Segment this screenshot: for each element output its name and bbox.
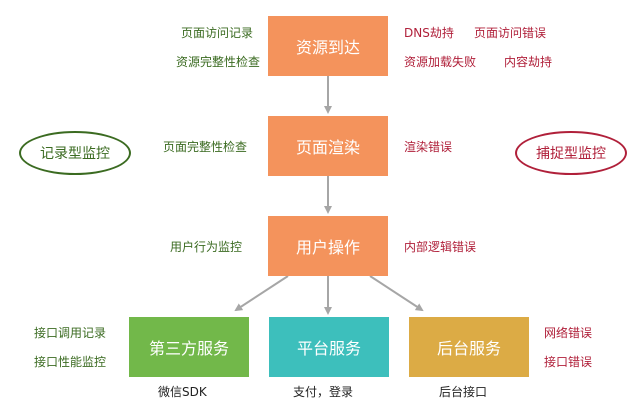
record-type-label: 记录型监控: [40, 146, 110, 162]
record-item: 页面访问记录: [180, 26, 253, 40]
record-type-legend: 记录型监控: [19, 131, 131, 175]
record-item: 资源完整性检查: [175, 55, 260, 69]
service-third-party: 第三方服务: [129, 317, 249, 377]
stage-page-render: 页面渲染: [268, 116, 388, 176]
record-item: 接口调用记录: [34, 326, 107, 340]
service-platform: 平台服务: [269, 317, 389, 377]
record-item: 接口性能监控: [34, 355, 107, 369]
capture-item: DNS劫持: [404, 26, 454, 40]
arrow-user-to-third-party: [234, 275, 289, 312]
stage-user-action: 用户操作: [268, 216, 388, 276]
service-caption: 支付，登录: [293, 385, 354, 399]
capture-type-label: 捕捉型监控: [536, 146, 606, 162]
stage-label: 资源到达: [295, 38, 360, 57]
stage-label: 用户操作: [295, 238, 360, 257]
service-label: 平台服务: [296, 339, 361, 358]
capture-item: 资源加载失败: [404, 55, 477, 69]
stage-resource-arrival: 资源到达: [268, 16, 388, 76]
service-label: 后台服务: [436, 339, 501, 358]
service-caption: 后台接口: [439, 385, 488, 399]
record-item: 用户行为监控: [170, 240, 243, 254]
capture-item: 内容劫持: [504, 55, 553, 69]
service-caption: 微信SDK: [158, 385, 207, 399]
capture-item: 接口错误: [544, 355, 593, 369]
capture-type-legend: 捕捉型监控: [515, 131, 627, 175]
record-item: 页面完整性检查: [163, 140, 248, 154]
capture-item: 页面访问错误: [474, 26, 547, 40]
service-backend: 后台服务: [409, 317, 529, 377]
capture-item: 内部逻辑错误: [404, 240, 477, 254]
capture-item: 网络错误: [544, 326, 593, 340]
service-label: 第三方服务: [148, 339, 229, 358]
stage-label: 页面渲染: [295, 138, 360, 157]
capture-item: 渲染错误: [404, 140, 453, 154]
arrow-user-to-backend: [369, 275, 424, 312]
